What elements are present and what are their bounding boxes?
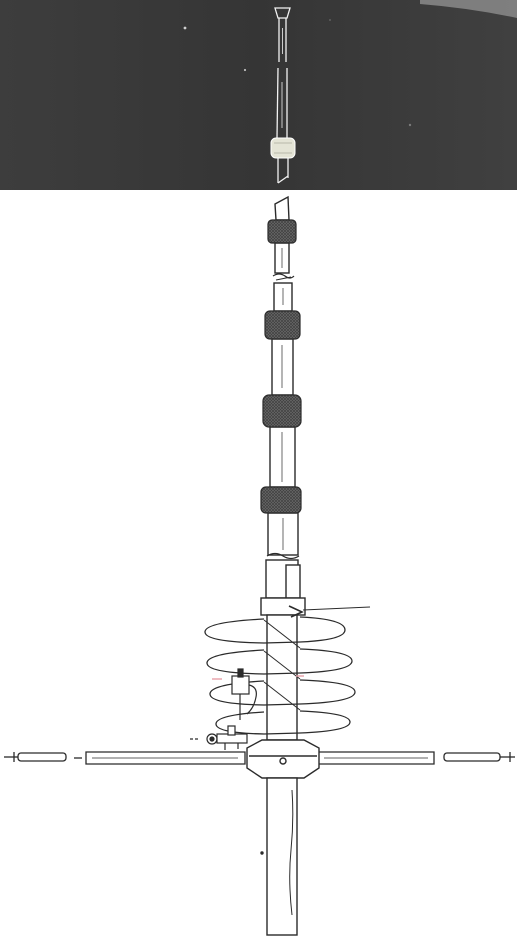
coupler-2 [264,310,301,340]
loading-coil [204,616,356,735]
coupler-3 [262,394,302,428]
mast-lower [260,559,306,741]
top-photo-band [0,0,517,190]
radial-hub [246,739,320,779]
coupler-4 [260,486,302,514]
mounting-pipe [260,777,298,936]
coupler-1 [267,219,297,244]
matching-component [231,668,257,720]
whip-tip [274,7,291,184]
coil-accent [212,675,304,680]
radial-left [4,751,246,765]
mast-break-marks [266,273,300,560]
whip-ferrule-top [270,137,296,159]
callout-clamp [288,605,371,618]
mast-upper [267,195,299,556]
feed-clamp [190,725,248,750]
radial-right [317,751,515,765]
